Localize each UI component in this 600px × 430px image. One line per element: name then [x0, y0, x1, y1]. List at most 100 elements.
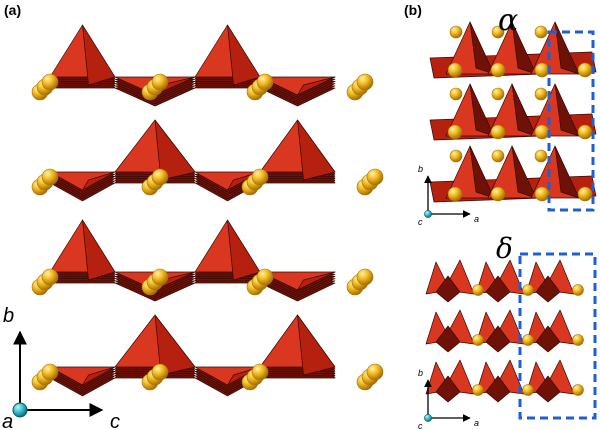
tetrahedral-layer-a: [31, 119, 384, 202]
delta-tetrahedron-shade: [535, 275, 561, 303]
alpha-tetrahedron-shade: [469, 21, 495, 75]
alpha-sphere-top: [534, 25, 548, 39]
cation-sphere: [41, 363, 59, 381]
tetrahedral-layer-a: [31, 24, 374, 107]
alpha-sphere-top: [449, 25, 463, 39]
axis-a-origin-label: a: [2, 411, 13, 430]
delta-tetrahedron-shade: [535, 375, 561, 403]
alpha-sphere-top: [491, 87, 505, 101]
axis-a-horizontal-label: c: [110, 411, 120, 430]
delta-phase-label: δ: [496, 232, 513, 265]
alpha-sphere-bottom: [490, 62, 506, 78]
alpha-sphere-top: [491, 149, 505, 163]
tetrahedron-side-face: [297, 119, 336, 181]
alpha-phase-label: α: [498, 3, 518, 38]
tetrahedral-layer-a: [31, 219, 374, 302]
alpha-tetrahedron-shade: [511, 145, 537, 199]
panel-a-label: (a): [4, 2, 21, 18]
delta-tetrahedron-shade: [435, 325, 461, 353]
axis-b-top-horizontal-label: a: [474, 214, 479, 224]
alpha-sphere-bottom: [534, 186, 550, 202]
tetrahedral-layer-a: [31, 314, 384, 397]
cation-sphere: [366, 168, 384, 186]
cation-sphere: [356, 268, 374, 286]
delta-row: [425, 359, 584, 403]
alpha-tetrahedron-shade: [554, 145, 580, 199]
alpha-row: [429, 83, 597, 141]
alpha-tetrahedron-shade: [554, 83, 580, 137]
axis-b-top-origin-marker: [424, 210, 432, 218]
cation-sphere: [366, 363, 384, 381]
alpha-sphere-bottom: [577, 124, 593, 140]
cation-sphere: [41, 268, 59, 286]
panel-b-label: (b): [404, 2, 422, 18]
axis-b-top-origin-label: c: [418, 217, 423, 227]
alpha-tetrahedron-shade: [469, 145, 495, 199]
axes-panel-b-top: b c a: [418, 164, 479, 227]
delta-tetrahedron-shade: [485, 275, 511, 303]
alpha-sphere-bottom: [447, 186, 463, 202]
panel-b-phase-structures: [425, 21, 597, 403]
axis-b-bottom-horizontal-label: a: [474, 418, 479, 428]
tetrahedron-side-face: [154, 314, 196, 376]
cation-sphere: [256, 73, 274, 91]
delta-tetrahedron-shade: [485, 375, 511, 403]
alpha-row: [429, 21, 597, 79]
alpha-tetrahedron-shade: [469, 83, 495, 137]
alpha-sphere-top: [449, 149, 463, 163]
axis-b-bottom-vertical-label: b: [418, 368, 423, 378]
cation-sphere: [251, 168, 269, 186]
alpha-unit-cell-box: [547, 30, 595, 212]
cation-sphere: [151, 73, 169, 91]
alpha-sphere-bottom: [577, 62, 593, 78]
alpha-sphere-bottom: [490, 124, 506, 140]
alpha-sphere-bottom: [534, 124, 550, 140]
alpha-sphere-top: [534, 149, 548, 163]
cation-sphere: [41, 73, 59, 91]
tetrahedron-side-face: [154, 119, 196, 181]
axis-a-origin-marker: [12, 402, 28, 418]
tetrahedron-side-face: [227, 219, 261, 281]
alpha-sphere-bottom: [534, 62, 550, 78]
alpha-tetrahedron-shade: [511, 21, 537, 75]
cation-sphere: [251, 363, 269, 381]
delta-row: [425, 309, 584, 353]
delta-sphere: [572, 284, 584, 296]
alpha-sphere-bottom: [577, 186, 593, 202]
cation-sphere: [356, 73, 374, 91]
axis-b-bottom-origin-label: c: [418, 421, 423, 430]
alpha-tetrahedron-shade: [511, 83, 537, 137]
cation-sphere: [151, 363, 169, 381]
alpha-sphere-top: [449, 87, 463, 101]
tetrahedron-side-face: [297, 271, 336, 291]
delta-sphere: [522, 284, 534, 296]
delta-sphere: [472, 334, 484, 346]
delta-tetrahedron-shade: [535, 325, 561, 353]
axis-b-bottom-origin-marker: [424, 414, 432, 422]
axis-a-vertical-label: b: [3, 305, 14, 327]
cation-sphere: [256, 268, 274, 286]
alpha-sphere-bottom: [447, 62, 463, 78]
delta-sphere: [522, 334, 534, 346]
cation-sphere: [151, 268, 169, 286]
cation-sphere: [41, 168, 59, 186]
delta-sphere: [572, 334, 584, 346]
alpha-sphere-top: [534, 87, 548, 101]
tetrahedron-side-face: [227, 24, 261, 86]
delta-row: [425, 259, 584, 303]
tetrahedron-side-face: [82, 171, 116, 191]
tetrahedron-side-face: [82, 366, 116, 386]
delta-sphere: [572, 384, 584, 396]
axis-b-top-vertical-label: b: [418, 164, 423, 174]
axes-panel-b-bottom: b c a: [418, 368, 479, 430]
cation-sphere: [151, 168, 169, 186]
axes-panel-a: b a c: [2, 305, 120, 430]
delta-sphere: [472, 384, 484, 396]
tetrahedron-side-face: [82, 219, 116, 281]
panel-a-layered-structure: [31, 24, 384, 397]
delta-tetrahedron-shade: [435, 275, 461, 303]
delta-tetrahedron-shade: [435, 375, 461, 403]
delta-tetrahedron-shade: [485, 325, 511, 353]
alpha-row: [429, 145, 597, 203]
